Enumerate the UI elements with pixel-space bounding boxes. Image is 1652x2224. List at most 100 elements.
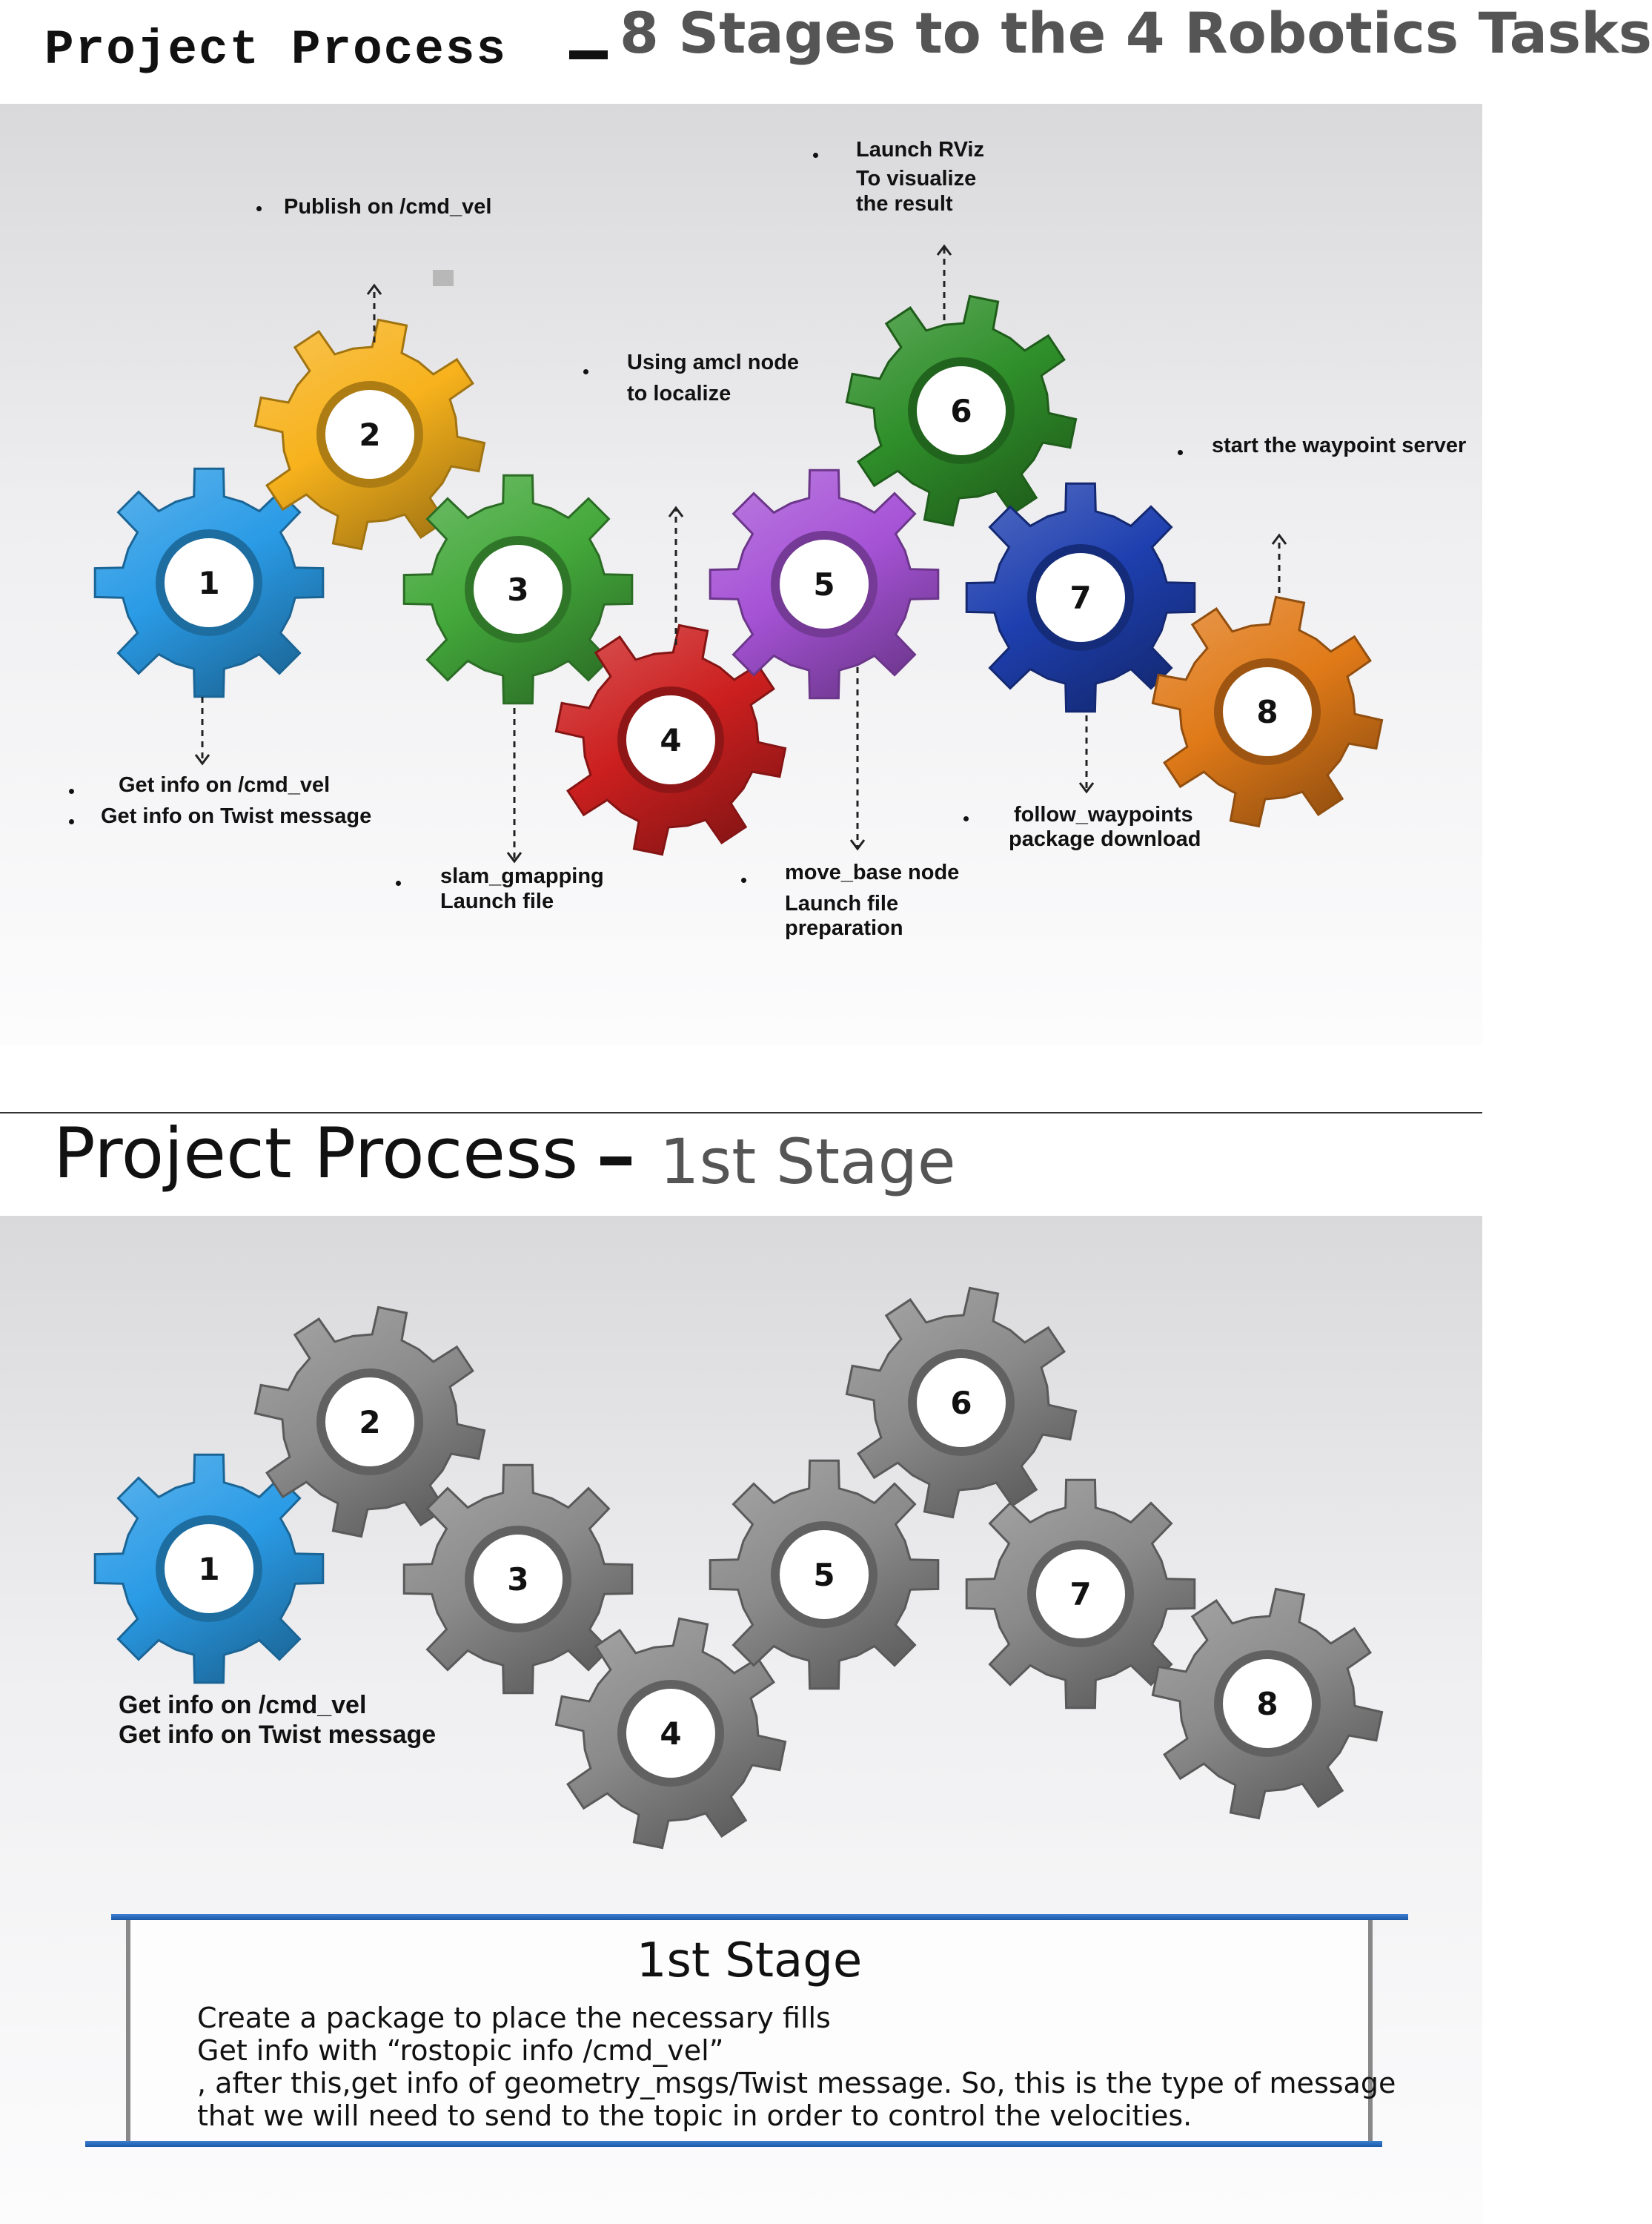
title-dash (600, 1156, 631, 1165)
stage-box-text: Create a package to place the necessary … (197, 2002, 1396, 2132)
gear-4: 4 (554, 1617, 787, 1850)
slide-subtitle: 8 Stages to the 4 Robotics Tasks (620, 0, 1652, 66)
gear-number: 2 (359, 417, 380, 453)
gear4-label-line1: Using amcl node (627, 351, 800, 374)
gear4-label-line2: to localize (627, 382, 732, 406)
bullet (256, 206, 262, 211)
stage-box-bottom-bar (85, 2141, 1382, 2147)
gear-hub (917, 1358, 1006, 1447)
gear-5: 5 (709, 469, 940, 700)
gear-hub (780, 540, 869, 629)
gear-number: 4 (660, 722, 681, 758)
arrow-gear2-up (366, 283, 382, 342)
gear1-label-line1: Get info on /cmd_vel (119, 1691, 367, 1719)
gear-7: 7 (965, 482, 1196, 713)
gear-hub (325, 1377, 414, 1466)
bullet (741, 878, 746, 883)
slide-title: Project Process (44, 22, 508, 78)
arrow-gear4-up (668, 506, 684, 645)
gear3-label-line2: Launch file (440, 890, 554, 913)
arrow-gear8-up (1271, 533, 1287, 593)
gear5-label-line3: preparation (785, 916, 903, 940)
bullet (69, 789, 74, 794)
gear-hub (474, 545, 563, 634)
stage-description-box: 1st Stage Create a package to place the … (126, 1920, 1396, 2142)
gear1-label-line2: Get info on Twist message (119, 1721, 437, 1749)
stage-line-4: that we will need to send to the topic i… (197, 2099, 1192, 2132)
bullet (813, 153, 818, 158)
gear7-label-line2: package download (1009, 827, 1201, 851)
gear1-label-line1: Get info on /cmd_vel (119, 773, 331, 797)
gear6-label-line1: Launch RViz (856, 138, 984, 162)
gear-hub (626, 695, 715, 784)
gear-7: 7 (965, 1478, 1196, 1710)
gears-diagram: 1 2 3 4 5 6 7 8 (93, 244, 1384, 864)
slide-divider (0, 1112, 1482, 1113)
gear-hub (165, 538, 253, 627)
small-gray-square (433, 270, 454, 286)
gear-3: 3 (402, 1463, 634, 1695)
gear-2: 2 (253, 318, 486, 551)
gear8-label: start the waypoint server (1212, 434, 1467, 457)
gear-number: 8 (1256, 1686, 1278, 1722)
gear-hub (1223, 1659, 1312, 1748)
arrow-gear6-up (936, 244, 952, 320)
gear-number: 8 (1256, 694, 1278, 730)
title-dash (569, 50, 608, 59)
gear-number: 3 (507, 1561, 528, 1598)
bullet (396, 881, 401, 886)
bullet (69, 819, 74, 824)
gear-number: 5 (813, 1557, 835, 1593)
gear-number: 7 (1069, 1576, 1091, 1612)
gear-number: 4 (660, 1715, 681, 1752)
arrow-gear5-down (849, 667, 866, 851)
gear-1: 1 (93, 467, 325, 698)
gear-hub (325, 390, 414, 479)
gear1-label-line2: Get info on Twist message (101, 804, 372, 828)
stage-box-top-bar (111, 1914, 1408, 1920)
arrow-gear3-down (506, 708, 523, 864)
gear-number: 1 (198, 1551, 219, 1587)
gear-8: 8 (1151, 1587, 1384, 1820)
gear-hub (917, 366, 1006, 455)
stage-line-3: , after this,get info of geometry_msgs/T… (197, 2067, 1396, 2099)
stage-line-1: Create a package to place the necessary … (197, 2002, 831, 2034)
gear-number: 1 (198, 565, 219, 601)
gear-3: 3 (402, 474, 634, 705)
bullet (963, 816, 969, 821)
stage-box-title: 1st Stage (636, 1933, 863, 1988)
gear-hub (1036, 553, 1125, 642)
gear6-label-line3: the result (856, 192, 953, 216)
gear-5: 5 (709, 1459, 940, 1690)
gear-hub (780, 1530, 869, 1619)
gear7-label-line1: follow_waypoints (1014, 803, 1193, 827)
slide-subtitle: 1st Stage (660, 1125, 956, 1198)
gear-number: 7 (1069, 580, 1091, 616)
gear-number: 5 (813, 566, 835, 603)
gear3-label-line1: slam_gmapping (440, 864, 604, 888)
gear-number: 6 (950, 393, 972, 429)
gear-number: 6 (950, 1385, 972, 1421)
bullet (1178, 450, 1183, 455)
gear5-label-line2: Launch file (785, 892, 899, 916)
gear-6: 6 (845, 1286, 1078, 1519)
gear-8: 8 (1151, 595, 1384, 828)
gear-hub (626, 1689, 715, 1778)
stage-line-2: Get info with “rostopic info /cmd_vel” (197, 2034, 724, 2067)
bullet (583, 369, 588, 374)
gear-number: 2 (359, 1404, 380, 1440)
arrow-gear1-down (194, 697, 210, 766)
gear5-label-line1: move_base node (785, 861, 960, 884)
gears-diagram: 1 2 3 4 5 6 7 8 (93, 1286, 1384, 1850)
slide-overview: Project Process 8 Stages to the 4 Roboti… (0, 0, 1652, 1112)
gear2-label: Publish on /cmd_vel (284, 195, 492, 219)
gear-6: 6 (845, 294, 1078, 527)
gear-number: 3 (507, 572, 528, 608)
gear-hub (1223, 667, 1312, 756)
slide-title: Project Process (53, 1113, 579, 1194)
arrow-gear7-down (1078, 715, 1095, 794)
gear-hub (474, 1535, 563, 1624)
gear-2: 2 (253, 1305, 486, 1538)
gear-hub (1036, 1549, 1125, 1638)
gear-hub (165, 1524, 253, 1613)
